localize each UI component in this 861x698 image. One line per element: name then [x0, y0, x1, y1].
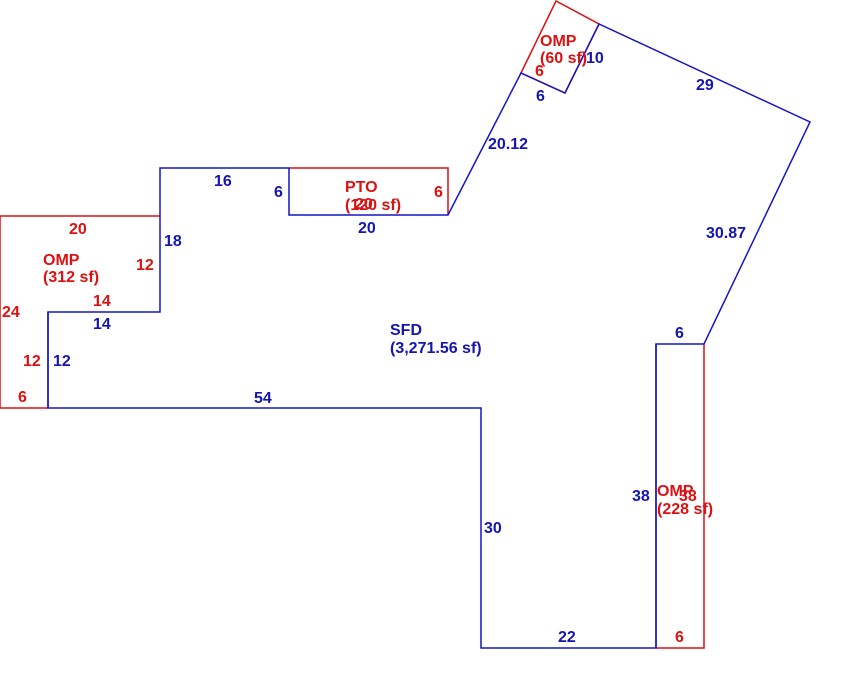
- omp-left-dim-step: 14: [93, 293, 111, 310]
- omp-top-area-label: (60 sf): [540, 50, 587, 67]
- sfd-dim-top-short: 10: [586, 50, 604, 67]
- sfd-dim-pto-left: 6: [274, 184, 283, 201]
- pto-dim-right: 6: [434, 184, 443, 201]
- sfd-dim-under-pto: 20: [358, 220, 376, 237]
- sfd-dim-middle: 54: [254, 390, 272, 407]
- pto-area-label: (120 sf): [345, 197, 401, 214]
- omp-left-area-label: (312 sf): [43, 269, 99, 286]
- omp-top-dim: 6: [535, 63, 544, 80]
- omp-left-name-label: OMP: [43, 252, 80, 269]
- pto-dim-bottom: 20: [355, 196, 373, 213]
- omp-left-dim-left: 24: [2, 304, 20, 321]
- sfd-dim-top-left: 16: [214, 173, 232, 190]
- sfd-area-label: (3,271.56 sf): [390, 340, 482, 357]
- sfd-dim-step: 14: [93, 316, 111, 333]
- pto-outline: [289, 167, 449, 215]
- omp-right-dim-right: 38: [679, 488, 697, 505]
- omp-top-name-label: OMP: [540, 33, 577, 50]
- omp-left-dim-bottom: 6: [18, 389, 27, 406]
- sfd-outline: [47, 23, 812, 649]
- omp-right-name-label: OMP: [657, 483, 694, 500]
- omp-left-dim-top: 20: [69, 221, 87, 238]
- sfd-dim-left-upper: 18: [164, 233, 182, 250]
- sfd-dim-top-right: 29: [696, 77, 714, 94]
- omp-right-dim-bottom: 6: [675, 629, 684, 646]
- omp-right-area-label: (228 sf): [657, 501, 713, 518]
- omp-left-outline: [0, 215, 160, 409]
- sfd-dim-right-diagonal: 30.87: [706, 225, 746, 242]
- sfd-dim-right-notch: 6: [675, 325, 684, 342]
- sfd-dim-lower-left: 30: [484, 520, 502, 537]
- sfd-dim-bottom: 22: [558, 629, 576, 646]
- sfd-dim-top-notch: 6: [536, 88, 545, 105]
- pto-name-label: PTO: [345, 179, 378, 196]
- sfd-name-label: SFD: [390, 322, 422, 339]
- omp-left-dim-right: 12: [136, 257, 154, 274]
- sfd-dim-upper-diagonal: 20.12: [488, 136, 528, 153]
- omp-left-dim-inner: 12: [23, 353, 41, 370]
- sfd-dim-lower-right: 38: [632, 488, 650, 505]
- sfd-dim-left-lower: 12: [53, 353, 71, 370]
- omp-right-outline: [656, 344, 705, 649]
